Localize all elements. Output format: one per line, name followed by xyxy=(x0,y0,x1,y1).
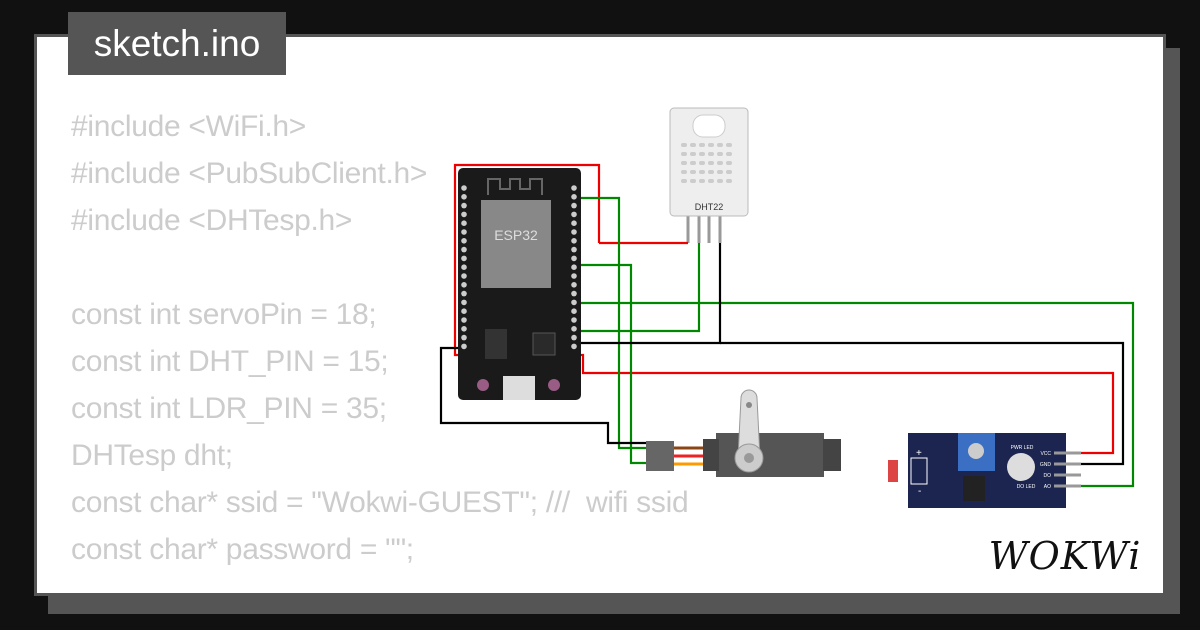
code-line: const int LDR_PIN = 35; xyxy=(71,392,387,425)
esp32-pin xyxy=(461,194,467,200)
esp32-pin xyxy=(461,343,467,350)
esp32-pin xyxy=(461,308,467,315)
code-line: const int servoPin = 18; xyxy=(71,298,377,331)
dht22-vent xyxy=(699,143,705,147)
esp32-pin xyxy=(571,343,577,350)
dht22-vent xyxy=(699,161,705,165)
esp32-pin xyxy=(461,229,467,235)
dht22-vent xyxy=(681,179,687,183)
esp32-pin xyxy=(571,273,577,279)
dht22-vent xyxy=(708,161,714,165)
esp32-pin xyxy=(571,334,577,341)
servo-motor[interactable] xyxy=(646,389,841,477)
esp32-pin xyxy=(461,246,467,253)
esp32-pin xyxy=(571,264,577,271)
esp32-pin xyxy=(461,326,467,332)
esp32-pin xyxy=(461,317,467,323)
dht22-vent xyxy=(708,179,714,183)
dht22-vent xyxy=(690,152,696,156)
dht22-vent xyxy=(726,161,732,165)
pin-do: DO xyxy=(1044,473,1052,479)
dht22-vent xyxy=(699,152,705,156)
dht22-vent xyxy=(699,170,705,174)
esp32-pin xyxy=(461,299,467,306)
esp32-pin xyxy=(461,290,467,297)
do-led-label: DO LED xyxy=(1017,484,1036,490)
code-line: #include <DHTesp.h> xyxy=(71,204,353,237)
esp32-pin xyxy=(461,202,467,209)
esp32-pin xyxy=(571,238,577,244)
esp32-pin xyxy=(461,282,467,288)
preview-card: #include <WiFi.h> #include <PubSubClient… xyxy=(34,34,1166,596)
code-line: #include <PubSubClient.h> xyxy=(71,157,428,190)
dht22-vent xyxy=(690,179,696,183)
esp32-pin xyxy=(571,255,577,262)
dht22-vent xyxy=(717,152,723,156)
code-line: const char* password = ""; xyxy=(71,533,414,566)
dht22-vent xyxy=(726,152,732,156)
esp32-pin xyxy=(461,185,467,191)
esp32-pin xyxy=(571,299,577,306)
code-line: DHTesp dht; xyxy=(71,439,233,472)
pin-vcc: VCC xyxy=(1040,451,1051,457)
esp32-pin xyxy=(571,326,577,332)
pin-gnd: GND xyxy=(1040,462,1052,468)
file-tab[interactable]: sketch.ino xyxy=(68,12,286,75)
circuit-diagram: DHT22 ESP32 xyxy=(439,107,1142,578)
code-line: const int DHT_PIN = 15; xyxy=(71,345,389,378)
dht22-vent xyxy=(717,143,723,147)
dht22-vent xyxy=(681,161,687,165)
ldr-plus: + xyxy=(916,448,922,459)
wires xyxy=(439,163,1135,488)
esp32-pin xyxy=(571,308,577,315)
esp32-board[interactable]: ESP32 xyxy=(458,168,581,400)
dht22-vent xyxy=(681,170,687,174)
ldr-module[interactable]: + - PWR LED DO LED VCC GND DO AO xyxy=(888,433,1081,508)
pwr-led-label: PWR LED xyxy=(1011,445,1034,451)
esp32-pin xyxy=(571,185,577,191)
esp32-pin xyxy=(571,211,577,218)
esp32-pin xyxy=(461,220,467,226)
esp32-pin xyxy=(461,211,467,218)
esp32-pin xyxy=(571,202,577,209)
code-line: #include <WiFi.h> xyxy=(71,110,307,143)
esp32-pin xyxy=(571,194,577,200)
dht22-vent xyxy=(717,161,723,165)
dht22-vent xyxy=(690,161,696,165)
code-line: const char* ssid = "Wokwi-GUEST"; /// wi… xyxy=(71,486,689,519)
dht22-vent xyxy=(681,152,687,156)
dht22-sensor[interactable]: DHT22 xyxy=(669,107,749,243)
dht22-vent xyxy=(708,143,714,147)
esp32-label: ESP32 xyxy=(494,227,538,243)
esp32-pin xyxy=(571,282,577,288)
dht22-label: DHT22 xyxy=(695,202,724,212)
dht22-vent xyxy=(699,179,705,183)
dht22-vent xyxy=(726,170,732,174)
esp32-pin xyxy=(571,246,577,253)
dht22-vent xyxy=(726,179,732,183)
dht22-vent xyxy=(726,143,732,147)
dht22-vent xyxy=(690,170,696,174)
dht22-vent xyxy=(690,143,696,147)
ldr-minus: - xyxy=(918,486,921,497)
esp32-pin xyxy=(461,273,467,279)
esp32-pin xyxy=(571,220,577,226)
dht22-vent xyxy=(717,179,723,183)
dht22-vent xyxy=(708,152,714,156)
esp32-pin xyxy=(461,334,467,341)
pin-ao: AO xyxy=(1044,484,1051,490)
dht22-vent xyxy=(681,143,687,147)
wokwi-logo: WOKWi xyxy=(989,534,1142,578)
esp32-pin xyxy=(571,290,577,297)
esp32-pin xyxy=(571,317,577,323)
esp32-pin xyxy=(461,255,467,262)
esp32-pin xyxy=(571,229,577,235)
esp32-pin xyxy=(461,264,467,271)
esp32-pin xyxy=(461,238,467,244)
dht22-vent xyxy=(717,170,723,174)
dht22-vent xyxy=(708,170,714,174)
